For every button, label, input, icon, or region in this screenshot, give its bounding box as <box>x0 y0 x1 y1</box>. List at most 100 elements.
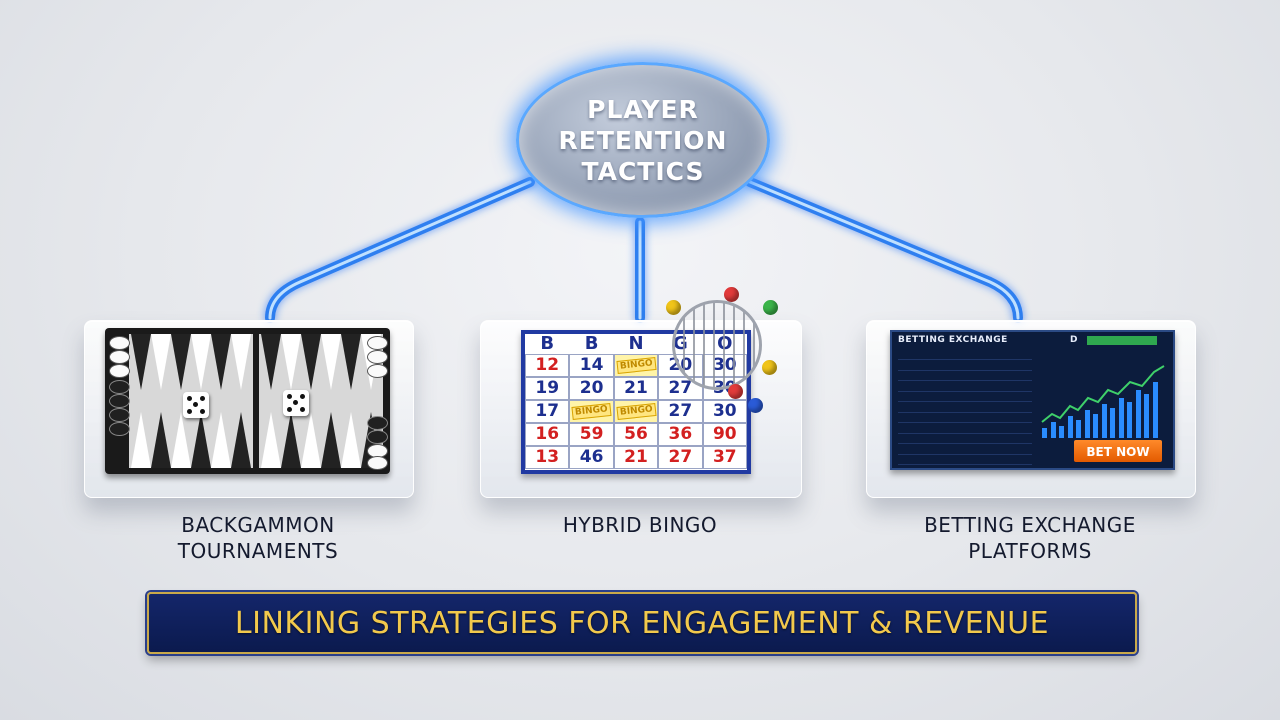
connector-left <box>270 182 530 318</box>
board-right-half <box>259 334 383 468</box>
label-line: BACKGAMMON <box>84 512 432 538</box>
die-pip <box>187 409 192 414</box>
volume-bar <box>1119 398 1124 438</box>
odds-row <box>898 413 1032 423</box>
bingo-ball-icon <box>762 360 777 375</box>
bingo-cell: 56 <box>614 423 658 446</box>
die-pip <box>300 407 305 412</box>
volume-bar <box>1093 414 1098 438</box>
volume-bar <box>1110 408 1115 438</box>
board-point <box>301 412 321 468</box>
bingo-ball-icon <box>724 287 739 302</box>
volume-bar <box>1127 402 1132 438</box>
die-icon <box>183 392 209 418</box>
board-point <box>171 412 191 468</box>
node-label-backgammon: BACKGAMMON TOURNAMENTS <box>84 512 432 564</box>
checker-piece <box>367 336 388 350</box>
board-point <box>171 334 191 390</box>
checker-piece <box>367 430 388 444</box>
bingo-ball-icon <box>728 384 743 399</box>
die-pip <box>200 409 205 414</box>
board-point <box>231 334 251 390</box>
volume-bar <box>1068 416 1073 438</box>
board-point <box>281 412 301 468</box>
bet-now-button[interactable]: BET NOW <box>1074 440 1162 462</box>
bingo-cell: 12 <box>525 354 569 377</box>
bingo-stamp: BINGO <box>572 403 612 420</box>
board-point <box>131 412 151 468</box>
betting-exchange-screen: BETTING EXCHANGE D BET NOW <box>890 330 1175 470</box>
bingo-stamp: BINGO <box>616 403 656 420</box>
bingo-cell: 17 <box>525 400 569 423</box>
bingo-ball-icon <box>763 300 778 315</box>
checker-piece <box>109 336 130 350</box>
volume-bar <box>1102 404 1107 438</box>
bingo-cell: 59 <box>569 423 613 446</box>
bingo-cell: 20 <box>569 377 613 400</box>
checker-piece <box>109 380 130 394</box>
exchange-tag: D <box>1070 335 1077 345</box>
board-point <box>301 334 321 390</box>
die-pip <box>287 394 292 399</box>
board-point <box>281 334 301 390</box>
backgammon-board-icon <box>105 328 390 474</box>
board-point <box>211 412 231 468</box>
label-line: PLATFORMS <box>856 538 1204 564</box>
bingo-header-letter: B <box>569 334 613 354</box>
exchange-status-bar <box>1087 336 1157 345</box>
checker-piece <box>109 408 130 422</box>
odds-row <box>898 392 1032 402</box>
odds-row <box>898 424 1032 434</box>
bottom-banner: LINKING STRATEGIES FOR ENGAGEMENT & REVE… <box>147 592 1137 654</box>
node-label-betting-exchange: BETTING EXCHANGE PLATFORMS <box>856 512 1204 564</box>
board-point <box>341 334 361 390</box>
board-point <box>341 412 361 468</box>
board-point <box>191 334 211 390</box>
board-point <box>261 412 281 468</box>
odds-row <box>898 371 1032 381</box>
odds-row <box>898 434 1032 444</box>
checker-piece <box>367 456 388 470</box>
checker-piece <box>367 350 388 364</box>
checker-piece <box>367 416 388 430</box>
bingo-cell: 27 <box>658 446 702 469</box>
volume-bar <box>1136 390 1141 438</box>
checker-piece <box>109 394 130 408</box>
die-pip <box>193 402 198 407</box>
bingo-cell: BINGO <box>614 354 658 377</box>
checker-piece <box>109 350 130 364</box>
bingo-cell: 14 <box>569 354 613 377</box>
odds-row <box>898 361 1032 371</box>
odds-row <box>898 455 1032 465</box>
bingo-ball-icon <box>666 300 681 315</box>
die-pip <box>300 394 305 399</box>
board-point <box>191 412 211 468</box>
bingo-cell: BINGO <box>614 400 658 423</box>
board-point <box>261 334 281 390</box>
checker-piece <box>109 422 130 436</box>
volume-bar <box>1076 420 1081 438</box>
die-pip <box>200 396 205 401</box>
hub-title: PLAYER RETENTION TACTICS <box>543 94 743 187</box>
board-point <box>211 334 231 390</box>
checker-piece <box>367 364 388 378</box>
banner-text: LINKING STRATEGIES FOR ENGAGEMENT & REVE… <box>235 606 1049 641</box>
bingo-cell: 27 <box>658 400 702 423</box>
exchange-title: BETTING EXCHANGE <box>898 335 1008 345</box>
volume-bar <box>1085 410 1090 438</box>
bingo-cell: 16 <box>525 423 569 446</box>
hub-node: PLAYER RETENTION TACTICS <box>516 62 770 218</box>
label-line: TOURNAMENTS <box>84 538 432 564</box>
die-icon <box>283 390 309 416</box>
bingo-cell: 19 <box>525 377 569 400</box>
label-line: HYBRID BINGO <box>480 512 800 538</box>
bingo-cell: 21 <box>614 377 658 400</box>
connector-right <box>750 182 1018 318</box>
board-left-half <box>129 334 253 468</box>
die-pip <box>187 396 192 401</box>
board-point <box>151 334 171 390</box>
bingo-cell: 21 <box>614 446 658 469</box>
volume-bar <box>1042 428 1047 438</box>
bingo-cell: 37 <box>703 446 747 469</box>
odds-row <box>898 445 1032 455</box>
